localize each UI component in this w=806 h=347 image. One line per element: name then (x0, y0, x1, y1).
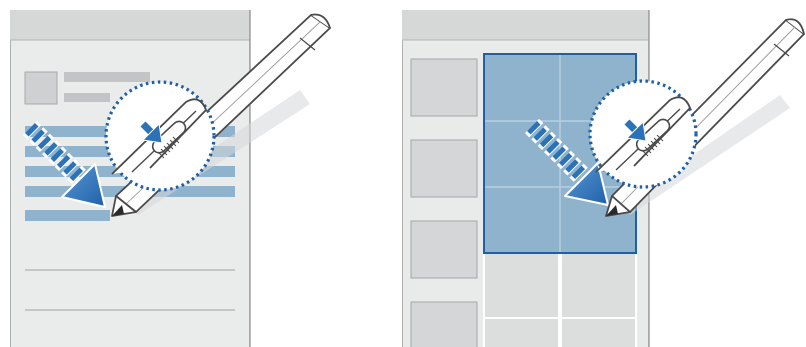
app-header-bar (402, 10, 649, 40)
grid-cells-unselected (484, 253, 636, 347)
phone-panel-grid-selection (402, 10, 804, 347)
pen-button-zoom-callout (590, 81, 696, 187)
pen-button-zoom-callout (106, 82, 214, 190)
title-line-placeholder (64, 72, 150, 82)
phone-panel-text-selection (10, 10, 330, 347)
app-header-bar (10, 10, 250, 40)
subtitle-line-placeholder (64, 93, 110, 102)
thumbnail-placeholder (25, 72, 57, 104)
